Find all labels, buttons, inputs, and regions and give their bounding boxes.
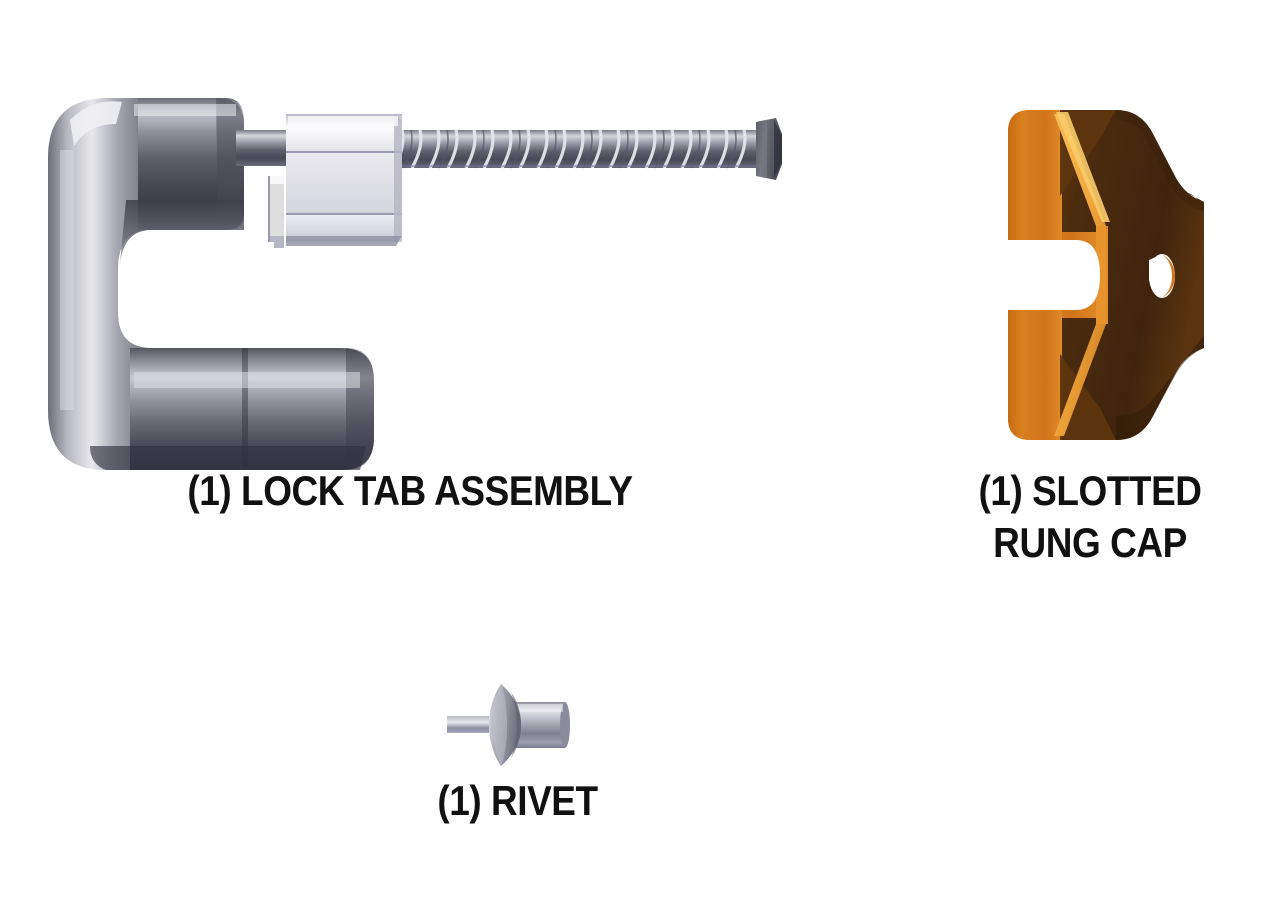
- slotted-rung-cap-icon: [1008, 110, 1204, 440]
- rung-cap-keyhole-slot: [1008, 240, 1100, 310]
- rivet-mandrel-pin: [447, 716, 489, 732]
- slotted-rung-cap-label: (1) SLOTTED RUNG CAP: [978, 467, 1202, 566]
- lock-tab-assembly-icon: [48, 98, 782, 470]
- rivet-icon: [447, 684, 570, 766]
- part-slotted-rung-cap[interactable]: (1) SLOTTED RUNG CAP: [930, 80, 1250, 580]
- lock-tab-assembly-label: (1) LOCK TAB ASSEMBLY: [187, 467, 633, 514]
- threaded-screw: [236, 129, 762, 169]
- part-lock-tab-assembly[interactable]: (1) LOCK TAB ASSEMBLY: [30, 80, 790, 540]
- drill-point-tip: [756, 118, 782, 180]
- square-nut-block: [268, 114, 402, 248]
- rivet-label: (1) RIVET: [437, 777, 598, 824]
- c-shaped-lock-tab: [48, 98, 374, 470]
- rung-cap-mounting-hole: [1149, 254, 1175, 298]
- part-rivet[interactable]: (1) RIVET: [395, 680, 640, 840]
